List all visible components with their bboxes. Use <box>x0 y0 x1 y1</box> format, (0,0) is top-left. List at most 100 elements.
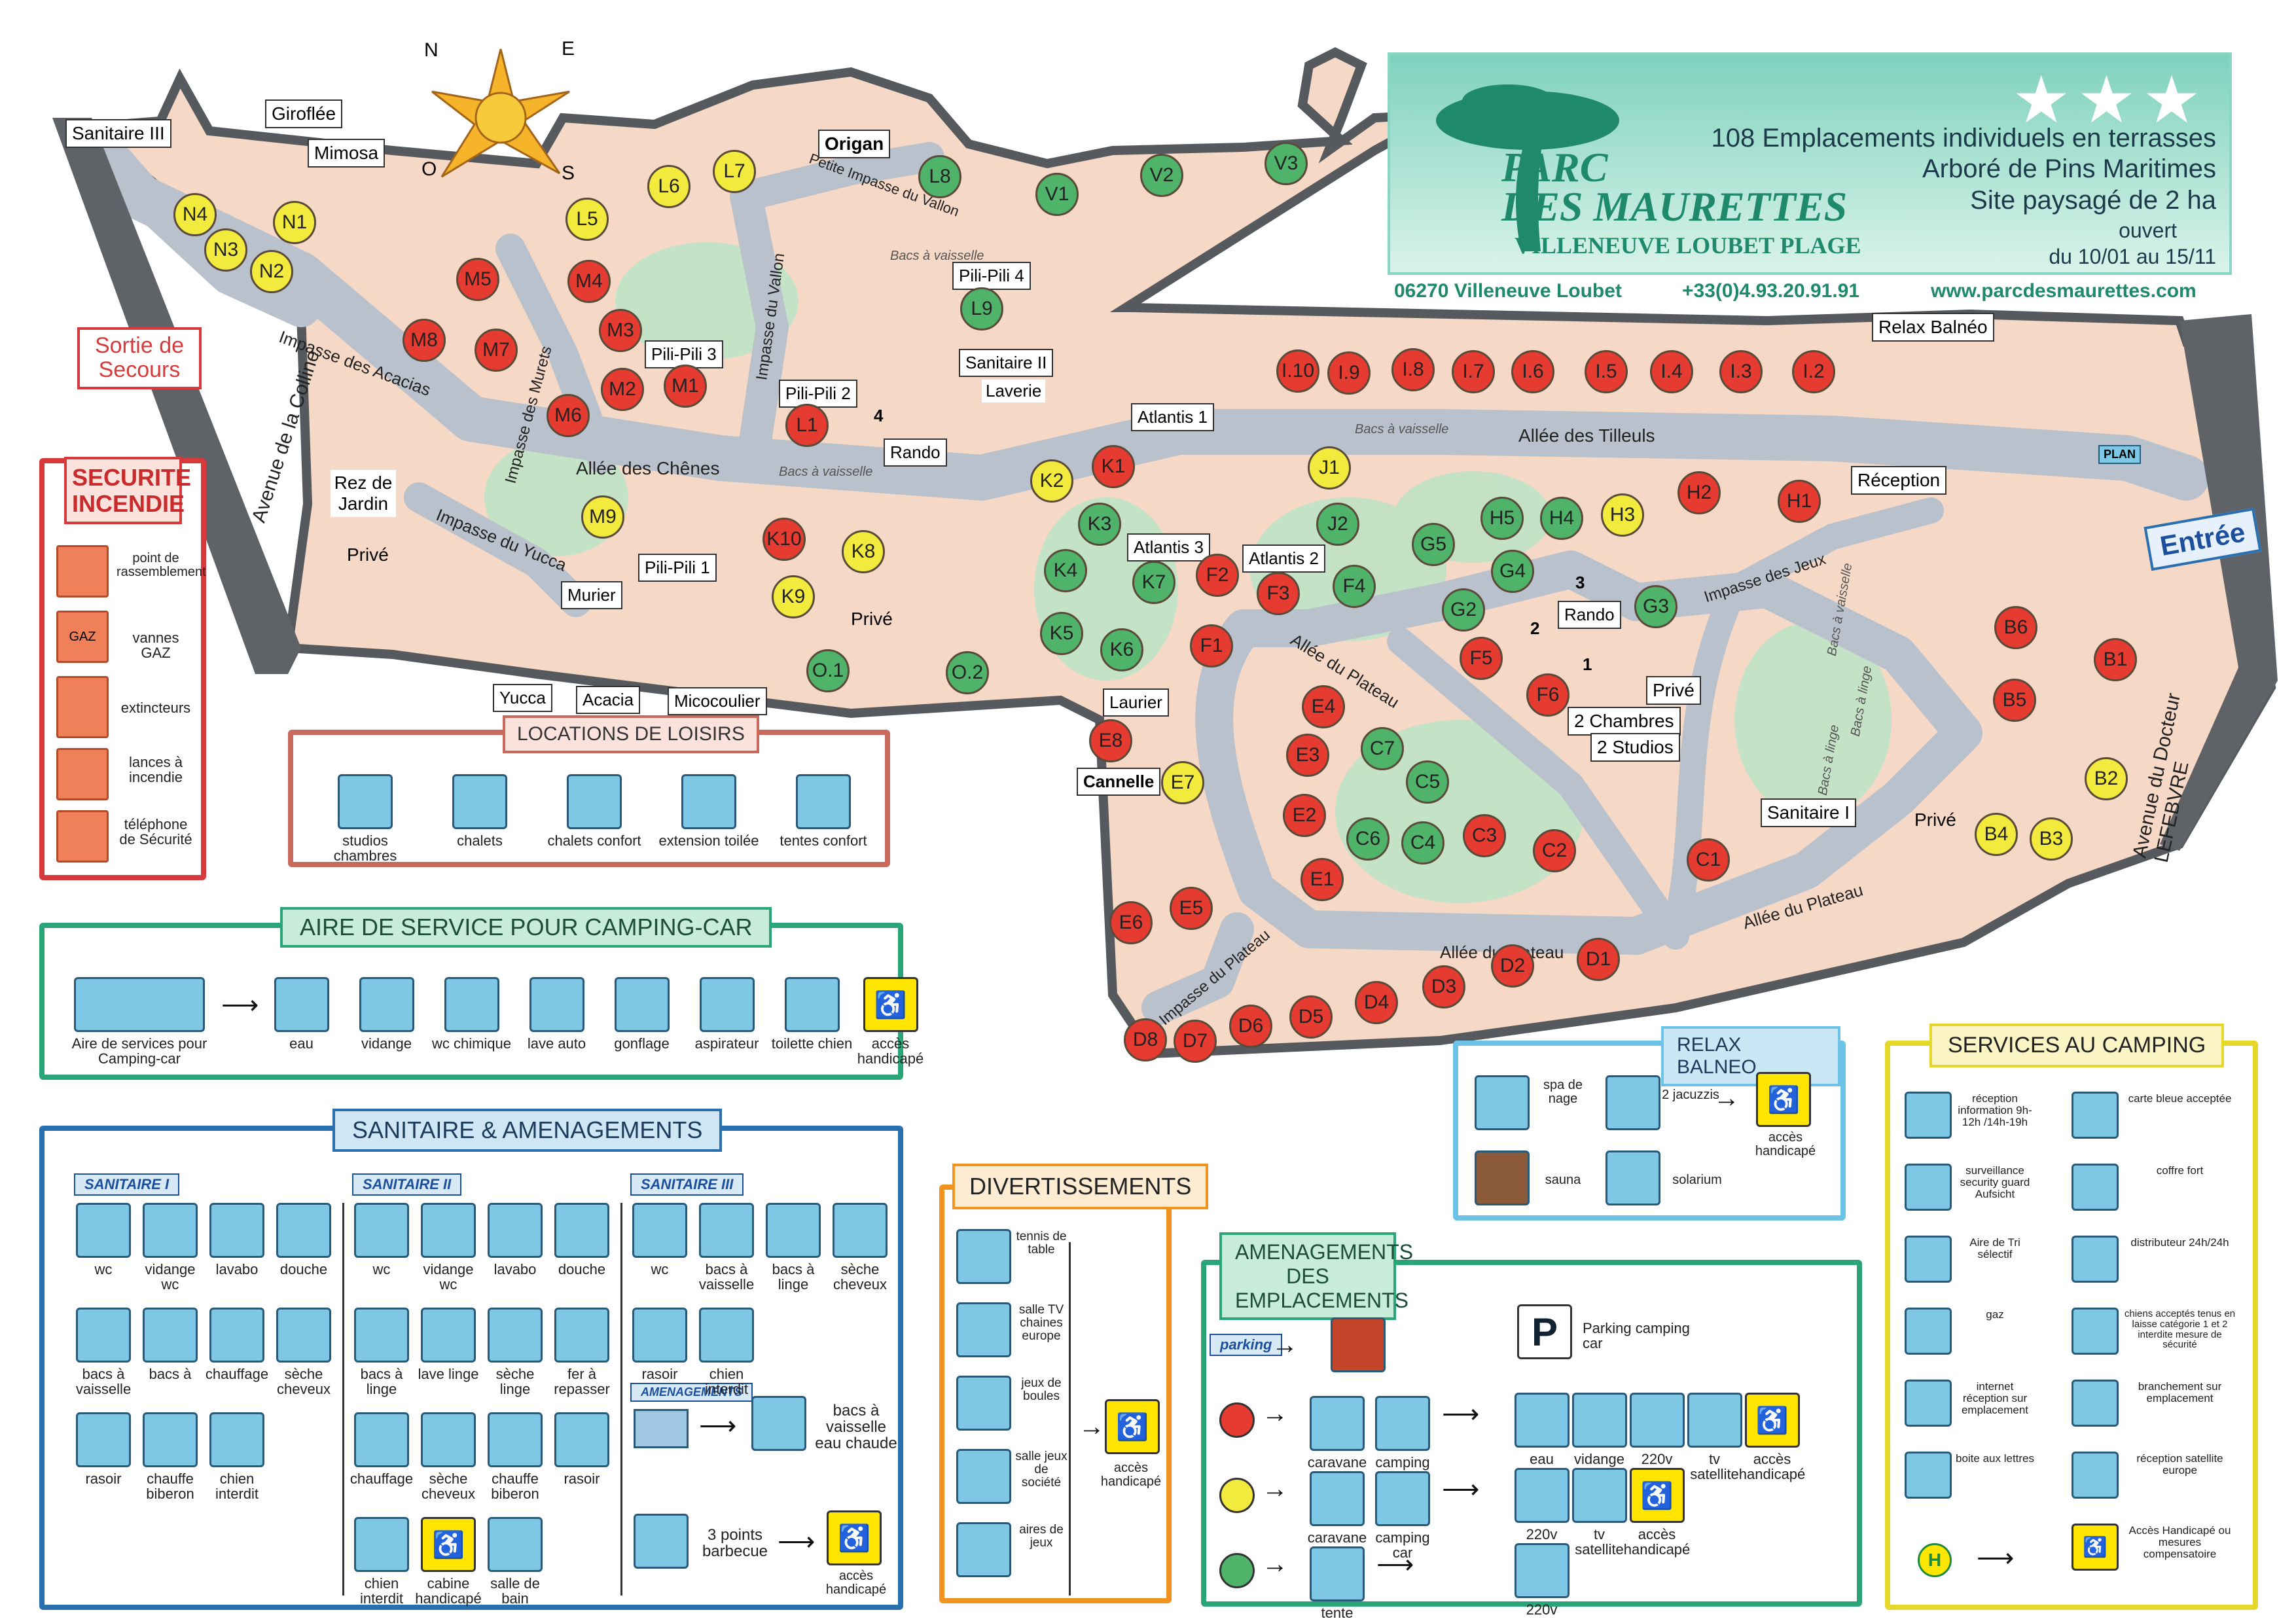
pitch-marker[interactable]: H4 <box>1540 497 1583 540</box>
pitch-marker[interactable]: K5 <box>1040 612 1083 655</box>
entree-label[interactable]: Entrée <box>2144 507 2262 571</box>
pitch-marker[interactable]: C4 <box>1401 821 1444 865</box>
pitch-marker[interactable]: D5 <box>1289 995 1333 1039</box>
pitch-marker[interactable]: M7 <box>475 329 518 372</box>
pitch-marker[interactable]: G4 <box>1491 550 1534 593</box>
pitch-marker[interactable]: J1 <box>1308 446 1351 490</box>
pitch-marker[interactable]: I.10 <box>1276 349 1319 393</box>
pitch-marker[interactable]: G5 <box>1412 523 1455 566</box>
pitch-marker[interactable]: L9 <box>960 287 1003 330</box>
pitch-marker[interactable]: N1 <box>273 201 316 244</box>
pitch-marker[interactable]: B5 <box>1993 679 2036 722</box>
pitch-marker[interactable]: M5 <box>456 258 499 301</box>
pitch-marker[interactable]: N2 <box>250 250 293 293</box>
pitch-marker[interactable]: F4 <box>1333 565 1376 608</box>
pitch-marker[interactable]: B6 <box>1994 606 2037 649</box>
pitch-marker[interactable]: K6 <box>1100 628 1143 671</box>
chemical-wc-item: wc chimique <box>431 977 512 1051</box>
pitch-marker[interactable]: C3 <box>1463 814 1506 857</box>
pitch-marker[interactable]: K2 <box>1030 459 1073 503</box>
pitch-marker[interactable]: F5 <box>1460 637 1503 680</box>
pitch-marker[interactable]: D8 <box>1124 1018 1167 1061</box>
website-link[interactable]: www.parcdesmaurettes.com <box>1931 280 2197 302</box>
pitch-marker[interactable]: V1 <box>1035 173 1079 216</box>
pitch-marker[interactable]: N4 <box>173 193 217 236</box>
pitch-marker[interactable]: I.7 <box>1452 350 1495 393</box>
label-pilipili4: Pili-Pili 4 <box>952 262 1031 290</box>
pitch-marker[interactable]: L8 <box>918 155 961 198</box>
pitch-marker[interactable]: G2 <box>1442 588 1485 632</box>
pitch-marker[interactable]: D4 <box>1355 981 1398 1024</box>
pitch-marker[interactable]: B3 <box>2030 817 2073 861</box>
pitch-marker[interactable]: E5 <box>1170 887 1213 930</box>
pitch-marker[interactable]: F1 <box>1190 624 1233 668</box>
pitch-marker[interactable]: H5 <box>1480 497 1524 540</box>
pitch-marker[interactable]: M2 <box>601 368 644 411</box>
pitch-marker[interactable]: O.1 <box>806 649 850 692</box>
pitch-marker[interactable]: K4 <box>1044 549 1087 592</box>
pitch-marker[interactable]: M3 <box>599 309 642 352</box>
pitch-marker[interactable]: L5 <box>565 198 609 241</box>
road-bacs-linge-1: Bacs à linge <box>1848 664 1875 738</box>
pitch-marker[interactable]: I.2 <box>1792 350 1835 393</box>
pitch-marker[interactable]: B1 <box>2094 638 2137 681</box>
pitch-marker[interactable]: M4 <box>567 260 611 303</box>
pitch-marker[interactable]: K8 <box>842 530 885 573</box>
pitch-marker[interactable]: L7 <box>713 150 756 193</box>
pitch-marker[interactable]: E7 <box>1161 761 1204 804</box>
pitch-marker[interactable]: H3 <box>1601 493 1644 537</box>
pitch-marker[interactable]: H1 <box>1778 480 1821 523</box>
pitch-marker[interactable]: B2 <box>2085 757 2128 800</box>
pitch-marker[interactable]: V3 <box>1265 142 1308 185</box>
phone[interactable]: +33(0)4.93.20.91.91 <box>1682 280 1860 302</box>
pitch-marker[interactable]: K9 <box>772 575 815 618</box>
pitch-marker[interactable]: J2 <box>1316 503 1359 546</box>
pitch-marker[interactable]: L6 <box>647 165 691 208</box>
pitch-marker[interactable]: F6 <box>1526 673 1570 717</box>
pitch-marker[interactable]: F3 <box>1257 572 1300 615</box>
razor-icon <box>632 1308 687 1363</box>
pitch-marker[interactable]: D3 <box>1422 965 1465 1008</box>
pitch-marker[interactable]: K1 <box>1092 445 1135 488</box>
pitch-marker[interactable]: B4 <box>1975 813 2018 856</box>
pitch-marker[interactable]: G3 <box>1634 585 1677 628</box>
pitch-marker[interactable]: E1 <box>1300 858 1344 901</box>
pitch-marker[interactable]: I.6 <box>1511 350 1554 393</box>
pitch-marker[interactable]: V2 <box>1140 154 1183 197</box>
pitch-marker[interactable]: C7 <box>1361 727 1404 770</box>
pitch-marker[interactable]: F2 <box>1196 554 1239 597</box>
pitch-marker[interactable]: H2 <box>1677 471 1721 514</box>
pitch-marker[interactable]: K3 <box>1078 503 1121 546</box>
pitch-marker[interactable]: E4 <box>1302 685 1345 728</box>
pitch-marker[interactable]: M1 <box>664 365 707 408</box>
pitch-marker[interactable]: E6 <box>1109 901 1153 944</box>
pitch-marker[interactable]: C1 <box>1687 838 1730 882</box>
pitch-marker[interactable]: D2 <box>1491 944 1534 988</box>
pitch-marker[interactable]: M9 <box>581 495 624 539</box>
pitch-marker[interactable]: O.2 <box>946 651 989 694</box>
pitch-marker[interactable]: K10 <box>762 518 806 561</box>
pitch-marker[interactable]: E8 <box>1089 719 1132 762</box>
pitch-marker[interactable]: I.4 <box>1650 350 1693 393</box>
pitch-marker[interactable]: D6 <box>1229 1005 1272 1048</box>
pitch-marker[interactable]: N3 <box>204 228 247 272</box>
pitch-marker[interactable]: M8 <box>403 319 446 362</box>
pitch-marker[interactable]: M6 <box>547 394 590 437</box>
pitch-marker[interactable]: C6 <box>1346 817 1390 861</box>
pitch-marker[interactable]: C2 <box>1533 829 1576 872</box>
pitch-marker[interactable]: L1 <box>785 404 829 447</box>
pitch-marker[interactable]: K7 <box>1132 561 1175 604</box>
item-caption: wc <box>651 1261 669 1277</box>
pitch-marker[interactable]: I.8 <box>1391 348 1435 391</box>
pitch-marker[interactable]: I.5 <box>1585 350 1628 393</box>
pitch-marker[interactable]: D1 <box>1577 938 1620 981</box>
pitch-marker[interactable]: C5 <box>1406 760 1449 804</box>
pitch-marker[interactable]: D7 <box>1174 1020 1217 1063</box>
pitch-marker[interactable]: E2 <box>1283 794 1326 837</box>
pitch-marker[interactable]: I.9 <box>1327 351 1371 395</box>
pitch-marker[interactable]: E3 <box>1286 734 1329 777</box>
item-caption: chalets <box>457 832 503 849</box>
pitch-marker[interactable]: I.3 <box>1719 350 1763 393</box>
